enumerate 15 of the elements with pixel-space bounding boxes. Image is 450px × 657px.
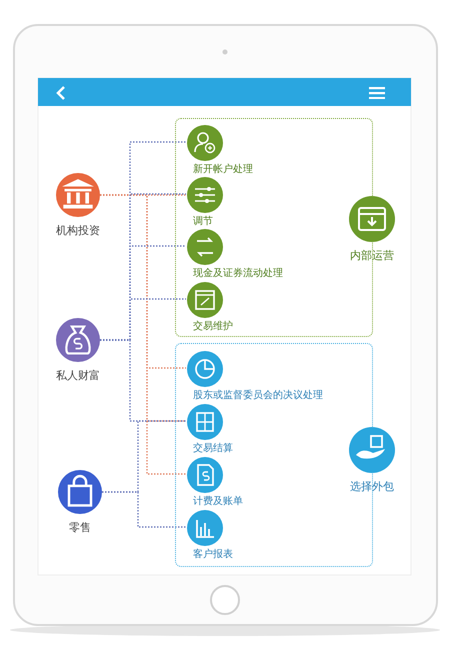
node-label: 调节: [193, 214, 213, 228]
node-label: 客户报表: [193, 548, 233, 561]
node-label: 新开帐户处理: [193, 162, 253, 176]
node-label: 私人财富: [55, 368, 101, 383]
node-label: 交易结算: [193, 442, 233, 455]
connector-line: [100, 194, 186, 475]
node-label: 机构投资: [55, 223, 101, 238]
node-label: 零售: [68, 520, 92, 535]
node-label: 交易维护: [193, 320, 233, 333]
node-label: 现金及证券流动处理: [193, 266, 283, 280]
node-label: 内部运营: [349, 248, 395, 263]
node-label: 股东或监督委员会的决议处理: [193, 388, 323, 402]
node-label: 计费及账单: [193, 494, 243, 508]
node-label: 选择外包: [349, 479, 395, 494]
connector-line: [102, 491, 186, 528]
